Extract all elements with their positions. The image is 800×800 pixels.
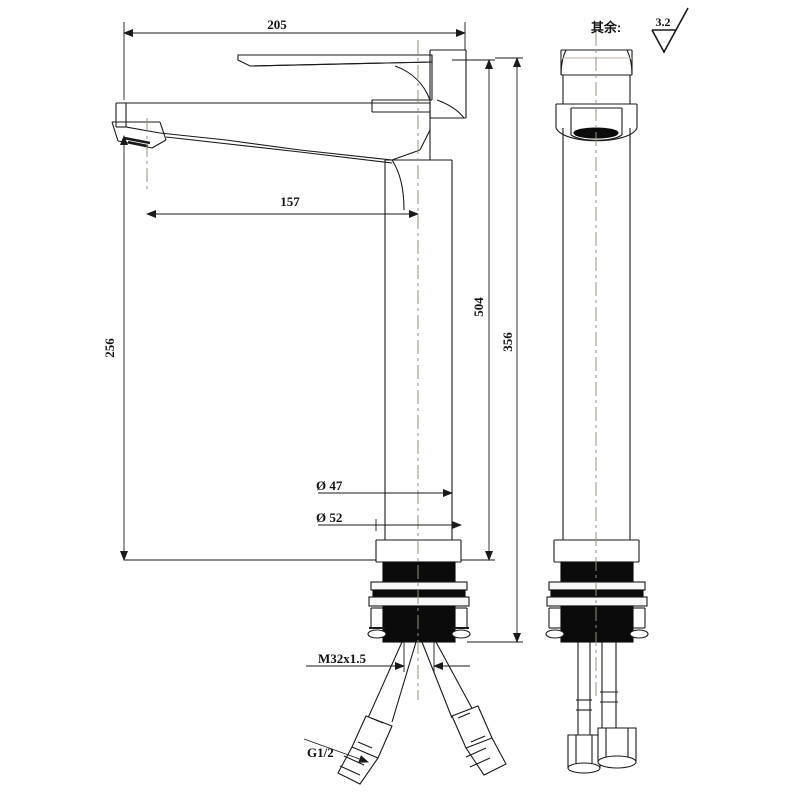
- dim-label-body-height: 504: [471, 297, 486, 317]
- dim-supply-thread: [303, 738, 369, 763]
- dim-body-height: [452, 59, 495, 561]
- dim-spout-height: [120, 135, 376, 561]
- dim-overall-height: [467, 57, 523, 643]
- dim-base-diameter-47: [318, 487, 453, 499]
- centerlines: [146, 32, 597, 700]
- dim-label-spout-height: 256: [102, 338, 117, 358]
- dim-label-base-diameter-47: Ø 47: [316, 478, 343, 493]
- side-view-faucet: [545, 49, 649, 774]
- dim-base-diameter-52: [318, 519, 462, 531]
- surface-finish-roughness-value: 3.2: [656, 15, 671, 29]
- dim-mounting-thread: [306, 642, 470, 672]
- surface-roughness-symbol: [651, 7, 689, 54]
- dim-label-supply-thread: G1/2: [307, 745, 334, 760]
- dim-label-overall-height: 356: [500, 332, 515, 352]
- dimension-layer: [120, 22, 523, 763]
- surface-finish-note-label: 其余:: [591, 20, 621, 35]
- dim-label-mounting-thread: M32x1.5: [318, 651, 367, 666]
- lever-handle: [237, 54, 433, 113]
- dim-overall-width: [123, 22, 466, 100]
- dim-label-spout-reach: 157: [280, 194, 300, 209]
- mounting-hardware: [367, 561, 471, 643]
- dim-label-overall-width: 205: [267, 17, 287, 32]
- supply-hoses: [337, 641, 507, 785]
- dim-label-base-diameter-52: Ø 52: [316, 510, 342, 525]
- spout: [111, 102, 431, 164]
- front-view-faucet: [111, 49, 507, 785]
